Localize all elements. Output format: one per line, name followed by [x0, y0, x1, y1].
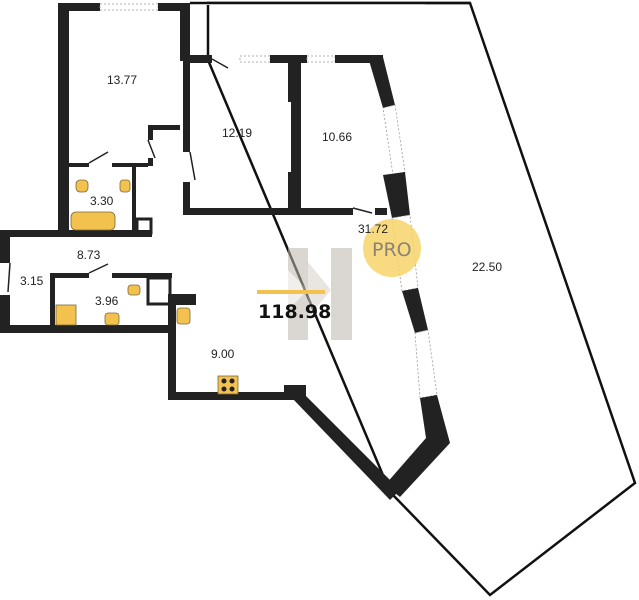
total-underline [257, 290, 325, 294]
room-area-label: 9.00 [211, 347, 235, 361]
sink-icon [119, 179, 131, 193]
stove-icon [217, 375, 239, 395]
room-area-label: 10.66 [322, 130, 352, 144]
room-area-label: 22.50 [472, 260, 502, 274]
toilet-icon [75, 179, 89, 193]
bathtub-icon [70, 211, 116, 231]
room-area-label: 8.73 [77, 248, 101, 262]
terrace-outline [206, 1, 637, 597]
room-area-label: 13.77 [107, 73, 137, 87]
total-area: 118.98 [258, 301, 331, 323]
room-area-label: 3.15 [20, 274, 44, 288]
room-area-label: 3.96 [95, 294, 119, 308]
room-area-label: 31.72 [358, 222, 388, 236]
doors [7, 58, 373, 293]
fixtures [55, 179, 239, 395]
shower-icon [55, 304, 77, 326]
pro-badge-text: PRO [372, 239, 412, 261]
sink-icon [176, 307, 191, 325]
sink-icon [104, 312, 120, 326]
pro-badge: PRO [363, 219, 421, 277]
watermark-logo [288, 248, 352, 340]
room-area-label: 3.30 [90, 194, 114, 208]
toilet-icon [127, 284, 141, 296]
room-area-label: 12.19 [222, 126, 252, 140]
